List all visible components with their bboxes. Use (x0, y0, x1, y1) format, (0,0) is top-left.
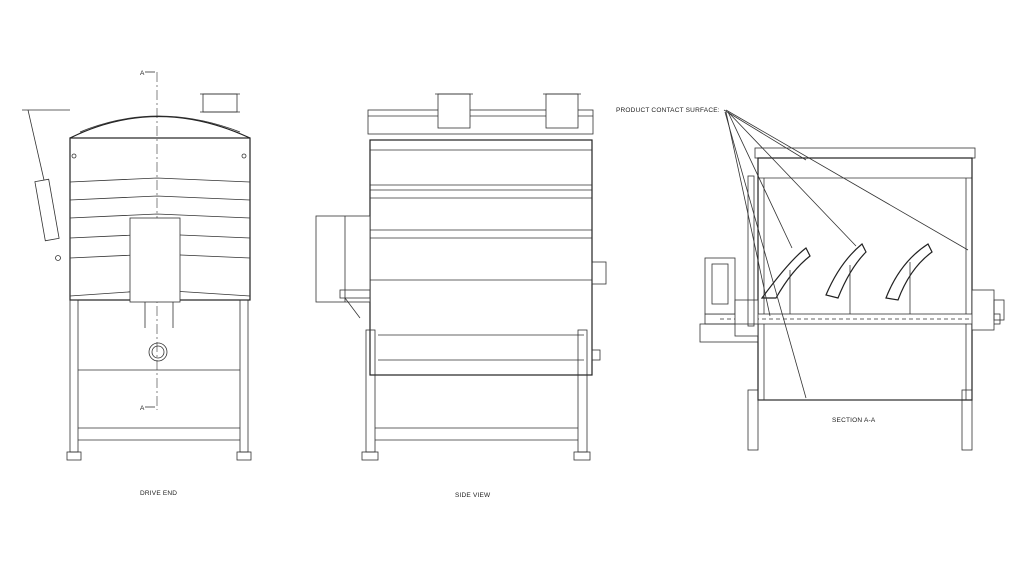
drive-end-view: A A (22, 70, 252, 497)
section-a-a-view: PRODUCT CONTACT SURFACE: SECTION A-A (616, 107, 1005, 451)
section-mark-bottom: A (140, 405, 145, 412)
drive-end-label: DRIVE END (140, 490, 177, 497)
side-view: SIDE VIEW (315, 93, 607, 499)
product-contact-label: PRODUCT CONTACT SURFACE: (616, 107, 720, 114)
section-mark-top: A (140, 70, 145, 77)
side-view-label: SIDE VIEW (455, 492, 491, 499)
section-label: SECTION A-A (832, 417, 876, 424)
